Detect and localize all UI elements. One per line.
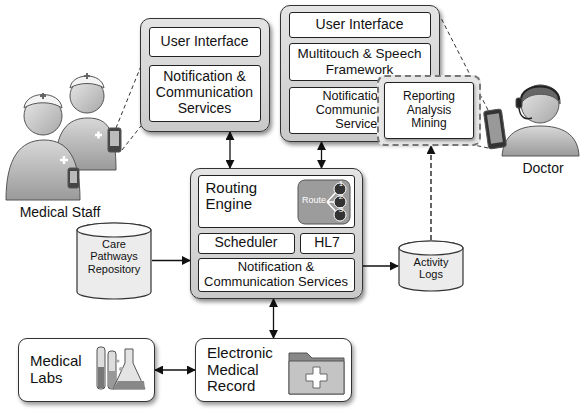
actor-label: Medical Staff bbox=[4, 204, 116, 220]
figure-part bbox=[95, 132, 102, 139]
analysis-box: Reporting Analysis Mining bbox=[377, 75, 481, 146]
figure-part bbox=[487, 113, 503, 143]
node-text: Notification & Communication Services bbox=[199, 260, 354, 289]
system-box: Medical Labs bbox=[18, 338, 155, 402]
node-text: Care Pathways Repository bbox=[76, 238, 152, 275]
figure-part bbox=[113, 349, 145, 389]
module-box: HL7 bbox=[300, 233, 355, 254]
device-panel: User InterfaceNotification & Communicati… bbox=[140, 18, 270, 132]
node-text: Routing Engine bbox=[203, 180, 294, 214]
figure-part bbox=[119, 367, 123, 371]
connector-arrow bbox=[430, 146, 431, 240]
cylinder-top bbox=[77, 223, 151, 237]
figure-part bbox=[516, 98, 522, 108]
figure-part bbox=[70, 171, 77, 183]
figure-part bbox=[117, 360, 120, 363]
system-box: Electronic Medical Record bbox=[195, 338, 352, 402]
connector-arrow bbox=[155, 369, 195, 370]
figure-part bbox=[116, 66, 141, 128]
callout-number: 1 bbox=[335, 179, 347, 189]
server-panel: Routing EngineScheduler HL7Notification &… bbox=[190, 168, 363, 299]
figure-part bbox=[306, 367, 327, 388]
node-text: Medical Labs bbox=[27, 353, 92, 387]
figure-part bbox=[289, 361, 344, 394]
actor-label: Doctor bbox=[514, 160, 572, 176]
figure-part bbox=[55, 118, 116, 170]
database-cylinder: Activity Logs bbox=[398, 240, 464, 292]
connector-arrow bbox=[363, 265, 398, 266]
connector-arrow bbox=[152, 260, 190, 261]
figure-part bbox=[521, 85, 560, 104]
figure-part bbox=[108, 351, 116, 389]
figure-part bbox=[519, 108, 532, 119]
node-text: Multitouch & Speech Framework bbox=[290, 46, 430, 76]
module-box: Routing Engine bbox=[198, 175, 355, 228]
node-text: Electronic Medical Record bbox=[204, 345, 285, 395]
figure-part bbox=[98, 367, 104, 388]
module-box: Notification & Communication Services bbox=[149, 65, 261, 122]
figure-part bbox=[110, 131, 119, 146]
figure-part bbox=[521, 87, 559, 101]
figure-part bbox=[122, 126, 141, 150]
node-text: Reporting Analysis Mining bbox=[385, 90, 473, 130]
record-folder-icon bbox=[286, 345, 348, 397]
figure-part bbox=[6, 140, 80, 200]
figure-part bbox=[502, 126, 579, 156]
module-box: Scheduler bbox=[198, 233, 295, 254]
cylinder-body bbox=[399, 241, 463, 291]
node-text: User Interface bbox=[158, 34, 252, 50]
figure-part bbox=[113, 381, 145, 389]
module-box: User Interface bbox=[289, 12, 431, 38]
figure-part bbox=[40, 93, 46, 99]
node-text: Activity Logs bbox=[398, 256, 464, 281]
callout-number: 2 bbox=[335, 192, 347, 202]
connector-arrow bbox=[321, 142, 322, 168]
callout-number: 3 bbox=[335, 205, 347, 215]
analysis-inner-box: Reporting Analysis Mining bbox=[384, 82, 474, 139]
figure-part bbox=[289, 353, 344, 394]
figure-part bbox=[97, 347, 105, 389]
figure-part bbox=[483, 109, 506, 149]
connector-arrow bbox=[273, 299, 274, 338]
node-text: HL7 bbox=[311, 235, 343, 251]
figure-part bbox=[60, 156, 68, 164]
connector-arrow bbox=[229, 132, 230, 168]
cylinder-top bbox=[399, 241, 463, 255]
cylinder-body bbox=[77, 223, 151, 299]
module-box: User Interface bbox=[149, 27, 261, 57]
figure-part bbox=[84, 73, 90, 79]
node-text: User Interface bbox=[313, 17, 407, 33]
figure-part bbox=[298, 180, 350, 224]
database-cylinder: Care Pathways Repository bbox=[76, 222, 152, 300]
icon-label: Route bbox=[299, 194, 329, 206]
medical-staff-figure bbox=[6, 73, 121, 200]
figure-part bbox=[108, 128, 121, 152]
node-text: Scheduler bbox=[211, 235, 280, 251]
node-text: Notification & Communication Services bbox=[150, 69, 260, 116]
figure-part bbox=[68, 168, 79, 188]
doctor-figure bbox=[483, 85, 579, 156]
module-box: Notification & Communication Services bbox=[198, 258, 355, 292]
lab-flasks-icon bbox=[91, 343, 151, 397]
